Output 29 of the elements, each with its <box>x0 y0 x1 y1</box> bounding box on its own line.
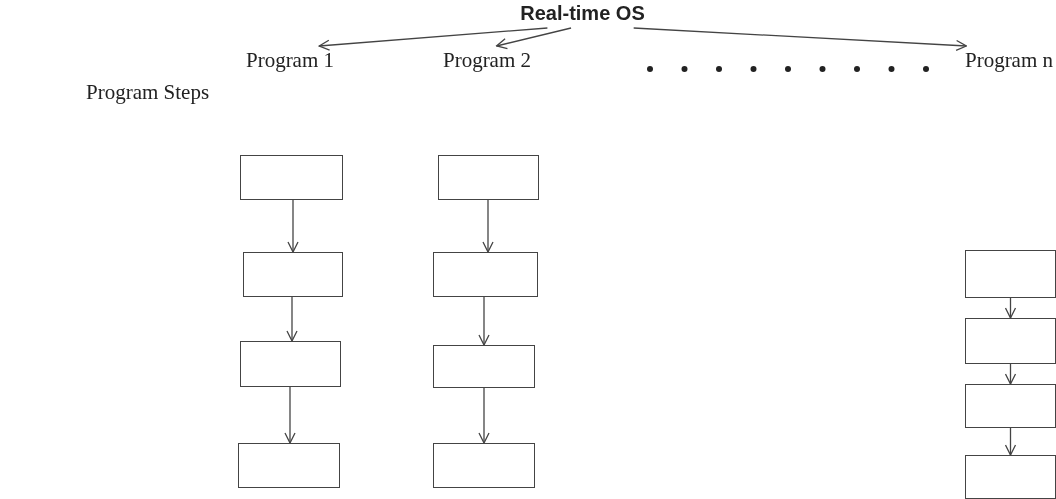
step-box <box>238 443 340 488</box>
step-box <box>965 384 1056 428</box>
title-text: Real-time OS <box>520 1 645 25</box>
step-box <box>240 155 343 200</box>
arrow <box>1004 363 1017 385</box>
step-box <box>433 252 538 297</box>
arrow <box>478 296 490 346</box>
arrow <box>286 296 298 342</box>
arrow <box>482 199 494 253</box>
step-box <box>965 455 1056 499</box>
row-label: Program Steps <box>86 80 210 105</box>
step-box <box>433 345 535 388</box>
step-box <box>965 318 1056 364</box>
arrow <box>633 27 967 52</box>
step-box <box>965 250 1056 298</box>
arrow <box>478 387 490 444</box>
program-label: Program n <box>964 47 1054 73</box>
program-label: Program 2 <box>442 47 532 73</box>
arrow <box>1004 297 1017 319</box>
step-box <box>240 341 341 387</box>
program-label: Program 1 <box>245 47 335 73</box>
arrow <box>284 386 296 444</box>
arrow <box>1004 427 1017 456</box>
arrow <box>495 27 572 50</box>
arrow <box>318 27 549 51</box>
step-box <box>438 155 539 200</box>
step-box <box>433 443 535 488</box>
step-box <box>243 252 343 297</box>
arrow <box>287 199 299 253</box>
